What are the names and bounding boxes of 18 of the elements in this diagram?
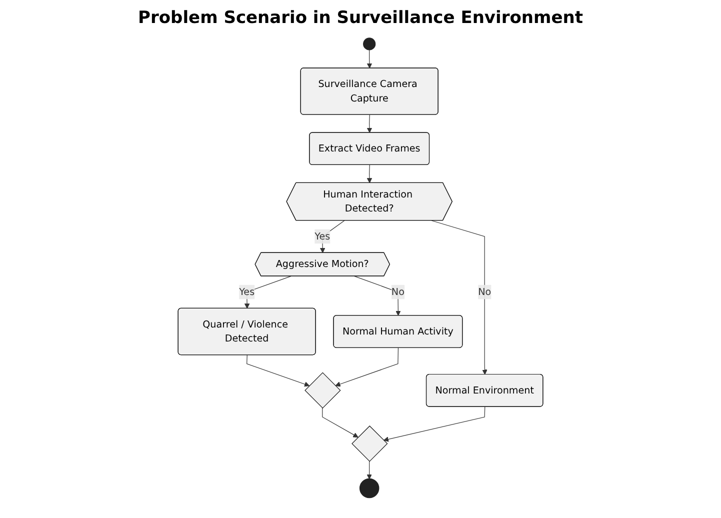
node-diamond [304,372,341,408]
arrow [431,220,488,375]
arrow [322,408,358,438]
edge-label: Yes [314,230,330,242]
arrow [366,50,372,68]
arrow [383,406,486,442]
arrow [246,354,310,387]
edge-label: Yes [239,286,255,298]
edge-label: No [391,286,404,298]
edge-label: No [478,286,492,298]
arrow [366,114,372,133]
diagram-title: Problem Scenario in Surveillance Environment [137,8,584,28]
node-circle [359,478,380,498]
node-circle [363,38,376,50]
node-diamond [352,426,388,462]
arrow [366,164,372,184]
arrow [366,461,372,480]
arrow [335,348,399,387]
